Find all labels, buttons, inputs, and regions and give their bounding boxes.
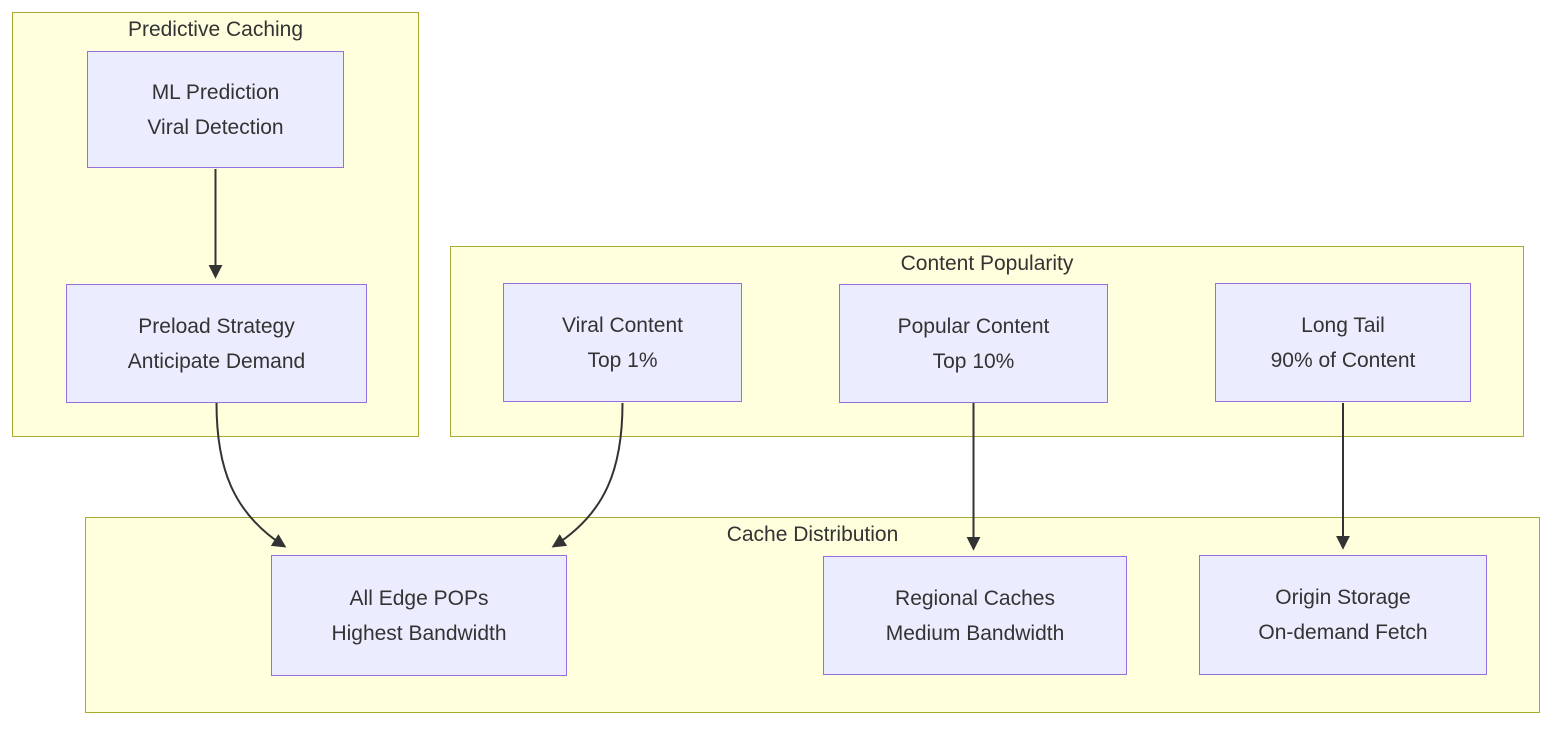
node-label-line: Long Tail: [1301, 313, 1385, 337]
cluster-label-cache-distribution: Cache Distribution: [726, 523, 899, 546]
cluster-label-predictive-caching: Predictive Caching: [127, 18, 304, 41]
node-label-line: Top 1%: [587, 348, 658, 372]
node-viral-content: Viral Content Top 1%: [503, 283, 742, 402]
node-label-line: 90% of Content: [1270, 348, 1416, 372]
node-label-line: Viral Content: [561, 313, 684, 337]
node-label-line: All Edge POPs: [349, 586, 489, 610]
node-regional-caches: Regional Caches Medium Bandwidth: [823, 556, 1127, 675]
node-label-line: Anticipate Demand: [127, 349, 306, 373]
node-label-line: ML Prediction: [151, 80, 280, 104]
node-label-line: Preload Strategy: [138, 314, 295, 338]
node-preload-strategy: Preload Strategy Anticipate Demand: [66, 284, 367, 403]
node-label-line: Medium Bandwidth: [885, 621, 1065, 645]
node-label-line: Popular Content: [897, 314, 1050, 338]
node-label-line: On-demand Fetch: [1258, 621, 1428, 644]
node-label-line: Viral Detection: [147, 115, 284, 139]
node-ml-prediction: ML Prediction Viral Detection: [87, 51, 344, 168]
node-all-edge-pops: All Edge POPs Highest Bandwidth: [271, 555, 567, 676]
node-label-line: Origin Storage: [1275, 586, 1411, 609]
cluster-label-content-popularity: Content Popularity: [900, 252, 1074, 275]
node-label-line: Highest Bandwidth: [331, 621, 507, 645]
node-origin-storage: Origin Storage On-demand Fetch: [1199, 555, 1487, 675]
node-popular-content: Popular Content Top 10%: [839, 284, 1108, 403]
node-label-line: Regional Caches: [895, 586, 1055, 610]
node-long-tail: Long Tail 90% of Content: [1215, 283, 1471, 402]
node-label-line: Top 10%: [932, 349, 1015, 373]
